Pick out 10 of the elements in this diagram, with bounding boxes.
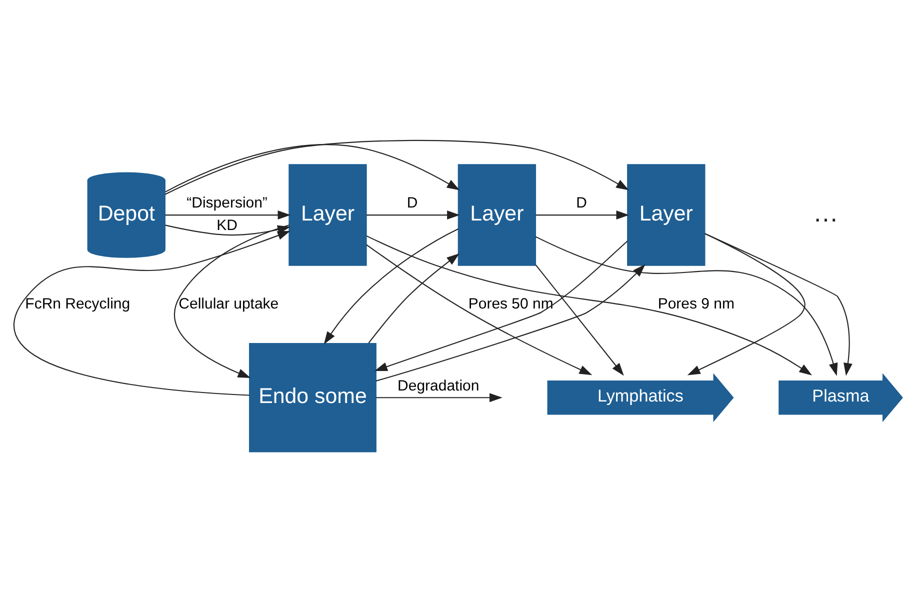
label: … [812, 200, 838, 228]
edge-label: FcRn Recycling [24, 295, 130, 312]
edge-label: D [576, 194, 586, 212]
edge-label: Cellular uptake [178, 295, 278, 312]
edge-label: D [406, 194, 418, 212]
edge-label: Pores 9 nm [657, 295, 734, 312]
edge-label: “Dispersion” [186, 194, 267, 212]
edge-label: KD [216, 217, 237, 234]
edge-label: Pores 50 nm [468, 295, 553, 312]
edge-label: Degradation [397, 377, 479, 394]
